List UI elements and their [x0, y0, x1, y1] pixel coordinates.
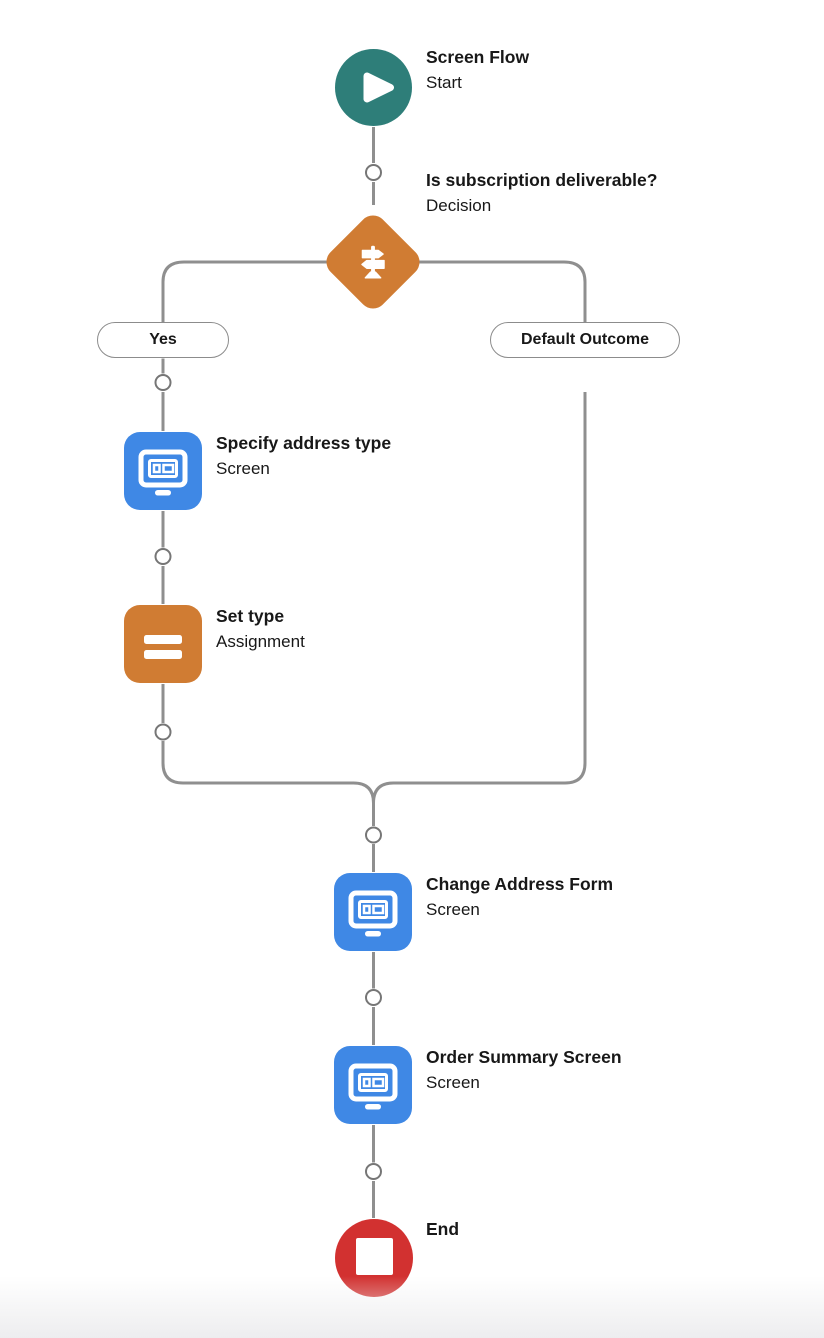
branch-label-text: Default Outcome — [520, 331, 649, 348]
connector-branch-default — [373, 260, 587, 322]
node-subtitle: Decision — [426, 196, 492, 215]
screen-node-label: Change Address Form Screen — [426, 871, 613, 922]
branch-label-yes[interactable]: Yes — [97, 322, 229, 358]
node-subtitle: Screen — [216, 459, 270, 478]
node-title: Screen Flow — [426, 47, 530, 67]
start-node-label: Screen Flow Start — [426, 44, 529, 95]
node-title: Is subscription deliverable? — [426, 170, 658, 190]
add-element-button[interactable] — [154, 374, 172, 391]
end-node[interactable] — [335, 1219, 413, 1297]
screen-icon — [124, 432, 202, 510]
screen-node-label: Order Summary Screen Screen — [426, 1044, 622, 1095]
branch-label-text: Yes — [149, 331, 177, 348]
node-title: Specify address type — [216, 433, 392, 453]
screen-node-order-summary[interactable] — [334, 1046, 412, 1124]
stop-icon — [335, 1219, 413, 1297]
add-element-button[interactable] — [154, 548, 172, 565]
decision-node-label: Is subscription deliverable? Decision — [426, 167, 657, 218]
decision-node[interactable] — [320, 209, 426, 315]
branch-label-default-outcome[interactable]: Default Outcome — [490, 322, 680, 358]
node-title: End — [426, 1219, 460, 1239]
connector-default-merge — [372, 392, 587, 804]
assignment-node-label: Set type Assignment — [216, 603, 305, 654]
screen-node-change-address-form[interactable] — [334, 873, 412, 951]
assignment-node-set-type[interactable] — [124, 605, 202, 683]
screen-node-label: Specify address type Screen — [216, 430, 391, 481]
node-subtitle: Assignment — [216, 632, 305, 651]
connector-branch-yes — [161, 260, 374, 322]
add-element-button[interactable] — [154, 723, 172, 741]
play-icon — [335, 49, 412, 126]
screen-icon — [334, 1046, 412, 1124]
node-subtitle: Screen — [426, 900, 480, 919]
connector-assignment-merge — [161, 741, 375, 826]
screen-node-specify-address-type[interactable] — [124, 432, 202, 510]
node-subtitle: Start — [426, 73, 462, 92]
end-node-label: End — [426, 1216, 459, 1242]
add-element-button[interactable] — [365, 989, 382, 1006]
node-title: Order Summary Screen — [426, 1047, 622, 1067]
node-title: Change Address Form — [426, 874, 614, 894]
add-element-button[interactable] — [365, 826, 382, 844]
signpost-icon — [349, 238, 397, 286]
add-element-button[interactable] — [365, 1163, 382, 1180]
screen-icon — [334, 873, 412, 951]
add-element-button[interactable] — [365, 164, 382, 181]
equals-icon — [124, 605, 202, 683]
start-node[interactable] — [335, 49, 412, 126]
node-title: Set type — [216, 606, 285, 626]
node-subtitle: Screen — [426, 1073, 480, 1092]
